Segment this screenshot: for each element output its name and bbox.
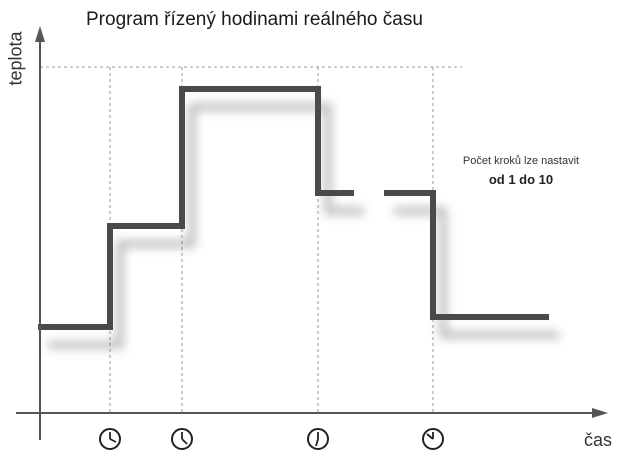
steps-note-line2: od 1 do 10 [488, 172, 554, 187]
temperature-step-line [38, 86, 549, 330]
guide-lines [40, 66, 462, 413]
y-axis-arrow [35, 26, 45, 42]
step-segment-b [384, 190, 549, 320]
y-axis-label: teplota [5, 31, 26, 86]
axes [16, 26, 608, 440]
clock-icon [422, 428, 444, 450]
clock-icon [307, 428, 329, 450]
x-axis-label: čas [584, 430, 613, 450]
diagram-title: Program řízený hodinami reálného času [86, 9, 423, 30]
clock-icon [171, 428, 193, 450]
x-axis-arrow [592, 408, 608, 418]
step-segment-a [38, 86, 354, 330]
clock-icons [99, 428, 444, 450]
clock-icon [99, 428, 121, 450]
steps-note-line1: Počet kroků lze nastavit [462, 155, 580, 167]
